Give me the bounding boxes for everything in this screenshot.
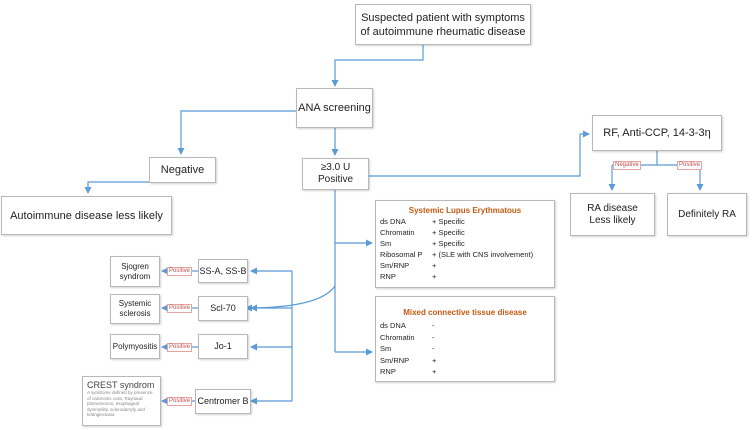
- centromere-b-box: Centromer B: [195, 389, 251, 414]
- arrow-suspected-to-ana: [331, 45, 424, 87]
- antibody-result: -: [432, 344, 435, 353]
- sle-panel: Systemic Lupus Erythmatous ds DNA + Speci…: [375, 200, 555, 288]
- rf-anticcp-box: RF, Anti-CCP, 14-3-3η: [592, 115, 722, 151]
- sle-row: RNP +: [380, 272, 550, 282]
- scl-70-label: Scl-70: [210, 303, 236, 313]
- sle-row: Sm + Specific: [380, 239, 550, 249]
- autoimmune-less-likely-box: Autoimmune disease less likely: [1, 196, 172, 235]
- positive-tag-jo1: Positive: [167, 343, 193, 352]
- suspected-patient-text: Suspected patient with symptoms of autoi…: [360, 11, 526, 38]
- positive-label: Positive: [317, 174, 353, 185]
- definitely-ra-box: Definitely RA: [667, 193, 747, 236]
- scl-70-box: Scl-70: [198, 296, 248, 321]
- mctd-title: Mixed connective tissue disease: [403, 308, 527, 317]
- mctd-panel: Mixed connective tissue disease ds DNA-C…: [375, 296, 555, 382]
- antibody-name: Chromatin: [380, 228, 415, 237]
- ss-a-ss-b-box: SS-A, SS-B: [198, 259, 248, 283]
- centromere-b-label: Centromer B: [197, 396, 249, 406]
- suspected-patient-box: Suspected patient with symptoms of autoi…: [355, 4, 531, 45]
- antibody-name: Sm: [380, 344, 392, 353]
- ana-screening-label: ANA screening: [298, 102, 371, 114]
- autoimmune-less-likely-label: Autoimmune disease less likely: [10, 209, 163, 222]
- positive-tag-scl70: Positive: [167, 304, 193, 313]
- jo-1-label: Jo-1: [214, 341, 232, 351]
- sle-title: Systemic Lupus Erythmatous: [408, 206, 522, 215]
- antibody-name: Sm: [380, 239, 392, 248]
- mctd-row: Chromatin -: [380, 333, 550, 343]
- antibody-name: RNP: [380, 272, 396, 281]
- arrow-negative-to-less-likely: [84, 181, 183, 194]
- positive-tag-centromere: Positive: [167, 397, 193, 406]
- crest-title: CREST syndrom: [87, 380, 155, 390]
- antibody-result: -: [432, 332, 435, 342]
- crest-box: CREST syndrom A syndrome defined by pres…: [82, 376, 161, 426]
- antibody-name: Sm/RNP: [380, 355, 410, 365]
- sle-row: ds DNA + Specific: [380, 217, 550, 227]
- antibody-result: +: [432, 367, 437, 376]
- negative-tag: Negative: [613, 161, 641, 170]
- jo-1-box: Jo-1: [198, 334, 248, 359]
- negative-box: Negative: [149, 157, 216, 183]
- sjogren-line1: Sjogren: [121, 261, 149, 271]
- antibody-name: Sm/RNP: [380, 261, 410, 270]
- antibody-name: Chromatin: [380, 332, 415, 342]
- crest-description: A syndrome defined by presence of calcin…: [87, 390, 153, 417]
- antibody-result: -: [432, 321, 435, 330]
- antibody-result: + (SLE with CNS involvement): [432, 250, 534, 259]
- ana-screening-box: ANA screening: [296, 88, 373, 128]
- positive-tag: Positive: [677, 161, 703, 170]
- arrow-positive-to-scl70: [245, 285, 336, 312]
- ra-disease-label: RA disease: [587, 202, 638, 214]
- antibody-result: + Specific: [432, 228, 465, 237]
- sjogren-box: Sjogren syndrom: [110, 256, 160, 287]
- systemic-sclerosis-line2: sclerosis: [119, 309, 151, 318]
- positive-threshold: ≥3.0 U: [320, 162, 351, 173]
- antibody-name: Ribosomal P: [380, 250, 423, 259]
- antibody-result: + Specific: [432, 239, 465, 248]
- antibody-result: +: [432, 261, 437, 270]
- antibody-result: +: [432, 355, 437, 365]
- antibody-name: ds DNA: [380, 321, 406, 330]
- sle-row: Sm/RNP +: [380, 261, 550, 271]
- rf-anticcp-label: RF, Anti-CCP, 14-3-3η: [603, 127, 711, 139]
- ra-less-likely-box: RA disease Less likely: [570, 193, 655, 236]
- positive-tag-ssa: Positive: [167, 267, 193, 276]
- sle-row: Ribosomal P + (SLE with CNS involvement): [380, 250, 550, 260]
- arrow-positive-to-rf: [369, 130, 590, 177]
- sle-row: Chromatin + Specific: [380, 228, 550, 238]
- mctd-row: Sm/RNP +: [380, 356, 550, 366]
- polymyositis-label: Polymyositis: [112, 341, 158, 351]
- negative-label: Negative: [160, 164, 205, 176]
- positive-box: ≥3.0 U Positive: [302, 158, 369, 190]
- ra-less-likely-label: Less likely: [589, 214, 636, 226]
- systemic-sclerosis-box: Systemic sclerosis: [110, 294, 160, 324]
- antibody-result: + Specific: [432, 217, 465, 226]
- antibody-name: ds DNA: [380, 217, 406, 226]
- antibody-result: +: [432, 272, 437, 281]
- definitely-ra-label: Definitely RA: [678, 208, 736, 220]
- systemic-sclerosis-line1: Systemic: [118, 299, 152, 308]
- mctd-row: Sm -: [380, 344, 550, 354]
- antibody-name: RNP: [380, 367, 396, 376]
- mctd-row: RNP +: [380, 367, 550, 377]
- polymyositis-box: Polymyositis: [110, 334, 160, 359]
- sjogren-line2: syndrom: [119, 271, 151, 281]
- ss-a-ss-b-label: SS-A, SS-B: [199, 265, 247, 276]
- mctd-row: ds DNA -: [380, 321, 550, 331]
- arrow-ana-to-negative: [177, 110, 296, 155]
